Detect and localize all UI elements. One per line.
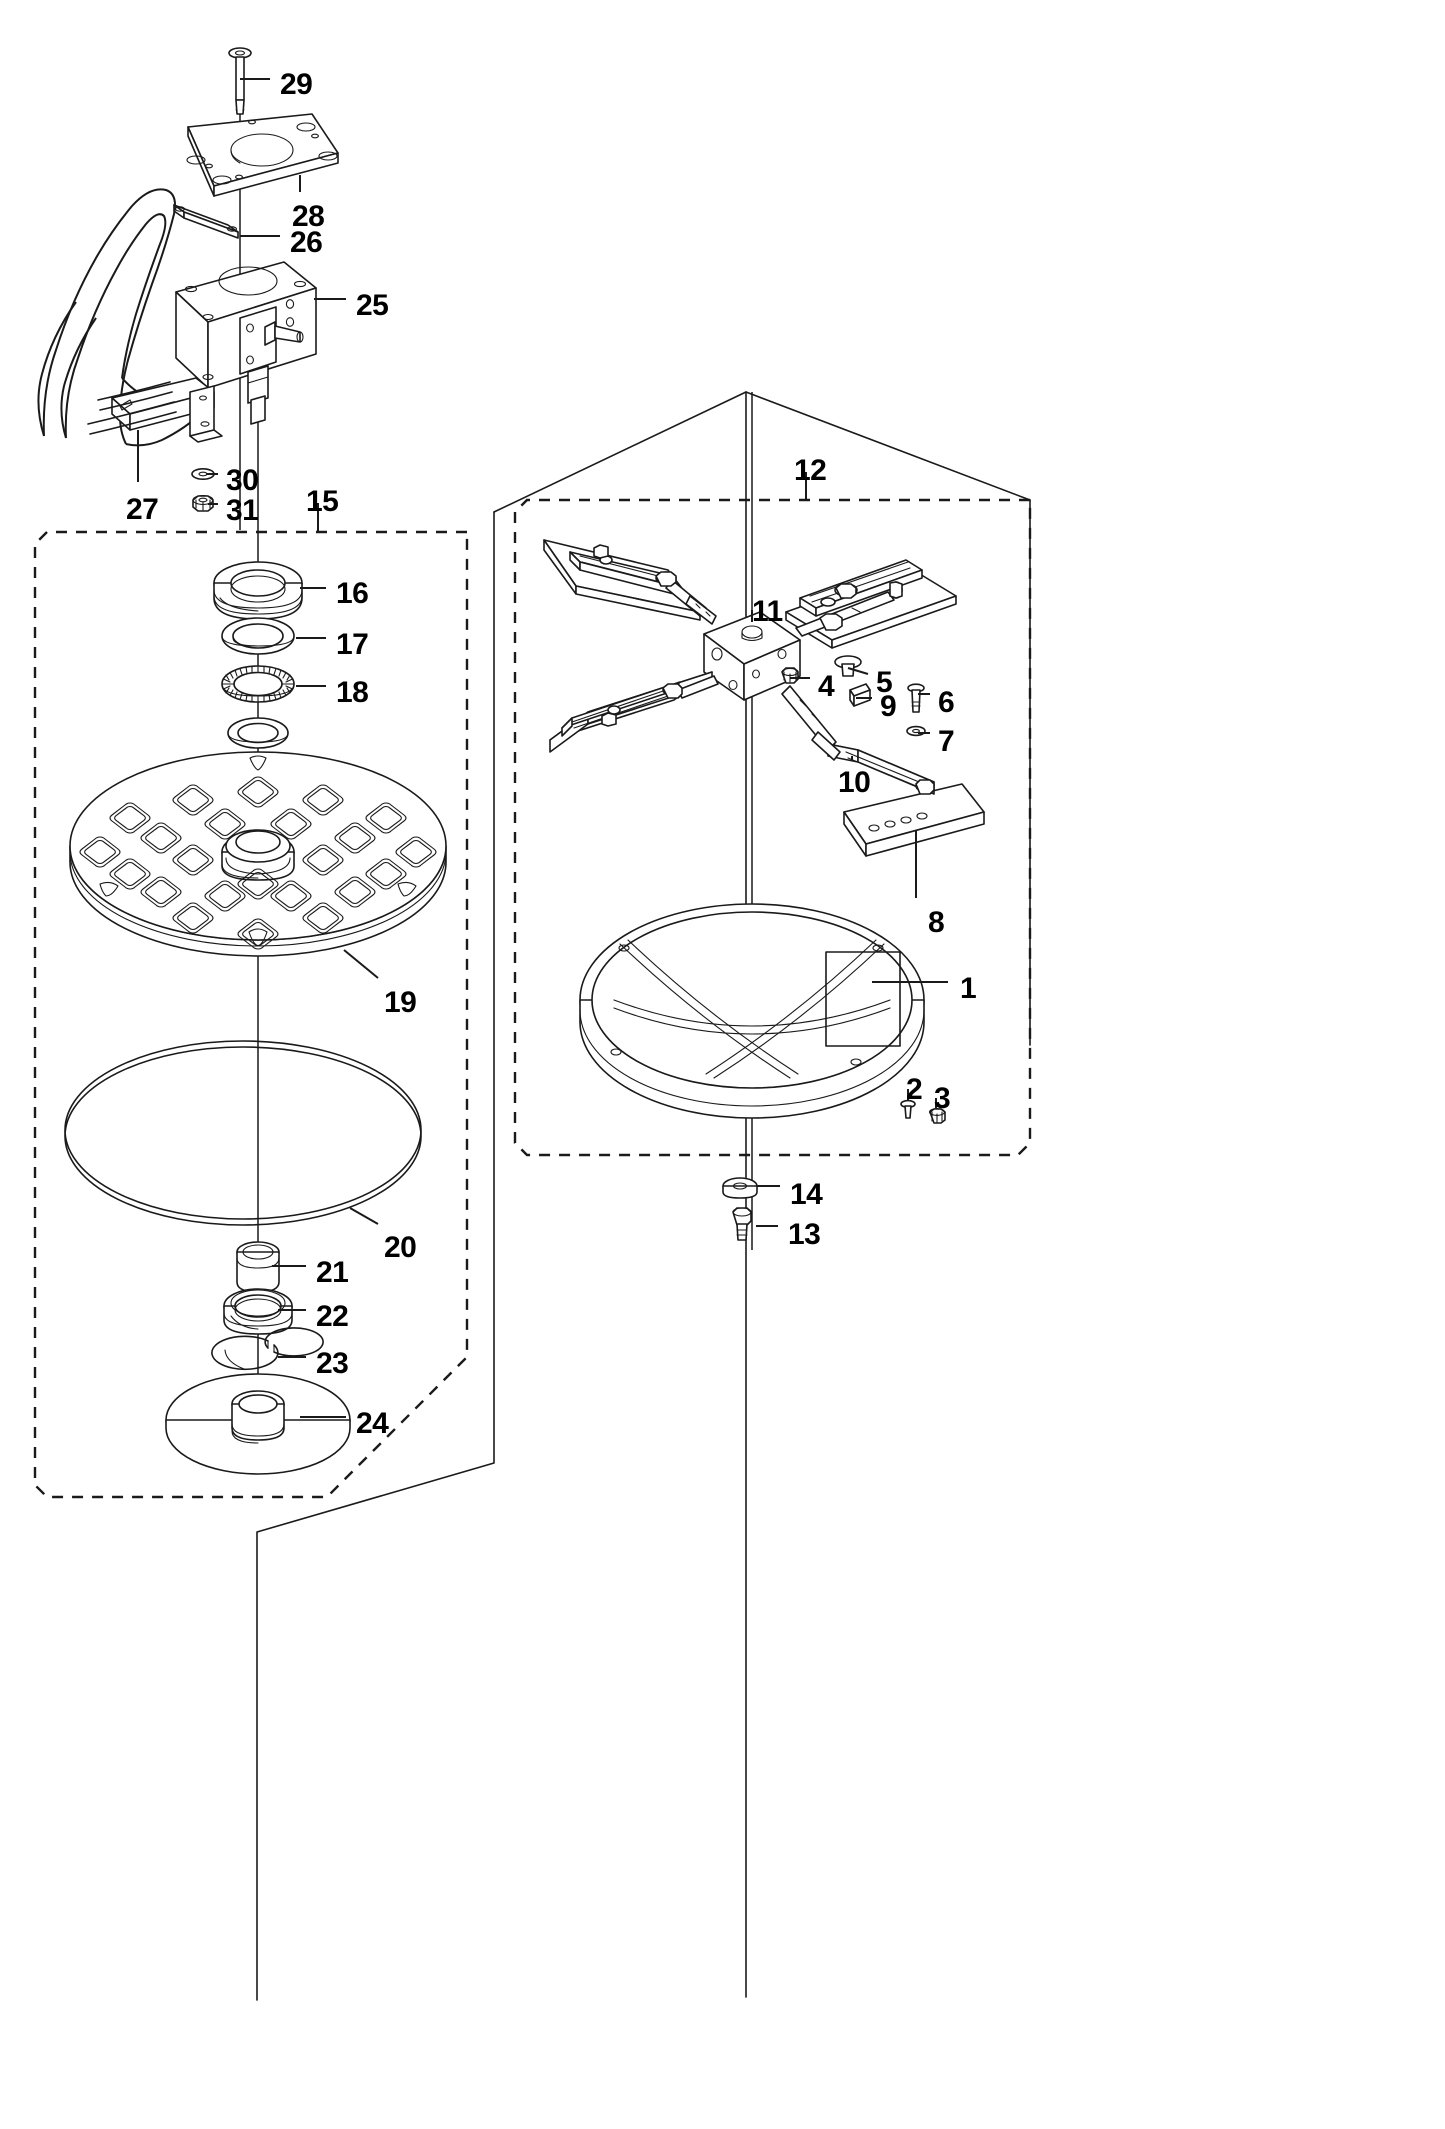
callout-number-13: 13 [788,1218,821,1251]
assembly-arm-lower-left [549,671,719,753]
callout-number-22: 22 [316,1300,349,1333]
callout-number-29: 29 [280,68,313,101]
part-26-flat-bar-bracket [173,204,239,239]
callout-number-8: 8 [928,906,945,939]
callout-number-23: 23 [316,1347,349,1380]
callout-number-15: 15 [306,485,339,518]
part-11-center-cross-block [703,611,801,701]
callout-number-24: 24 [356,1407,389,1440]
callout-number-9: 9 [880,690,897,723]
callout-number-31: 31 [226,494,259,527]
group-boundary-15 [33,530,469,1499]
callout-number-20: 20 [384,1231,417,1264]
part-27-handle-frame [37,188,223,447]
callout-number-7: 7 [938,725,955,758]
part-9-clamp-bracket [849,683,871,707]
callout-number-3: 3 [934,1082,951,1115]
callout-number-27: 27 [126,493,159,526]
leader-lines [137,78,948,1418]
part-23-retaining-snap-ring [211,1327,324,1371]
callout-number-21: 21 [316,1256,349,1289]
callout-number-14: 14 [790,1178,823,1211]
part-14-center-washer [722,1177,758,1199]
callout-number-16: 16 [336,577,369,610]
leader-line-20 [349,1207,379,1225]
callout-number-17: 17 [336,628,369,661]
callout-number-10: 10 [838,766,871,799]
part-5-knob-cap [834,655,862,677]
part-20-large-o-ring [64,1040,422,1226]
leader-line-5 [847,667,869,675]
callout-number-30: 30 [226,464,259,497]
assembly-arm-upper-right [785,559,957,649]
part-21-bushing-spacer [236,1241,280,1293]
part-2-screw [900,1099,916,1119]
assembly-arm-lower-right [781,685,985,857]
part-24-hub-flange-disc [165,1373,351,1475]
callout-number-25: 25 [356,289,389,322]
group-boundary-12 [513,498,1032,1157]
part-22-ball-bearing [223,1288,293,1335]
part-1-rotor-ring-frame [579,903,925,1119]
callout-number-4: 4 [818,670,835,703]
part-13-center-bolt [732,1207,752,1241]
part-31-lock-nut [192,494,214,512]
callout-number-5: 5 [876,666,893,699]
part-30-washer [191,467,215,480]
leader-line-19 [343,949,379,979]
part-17-flat-washer-ring [221,617,295,655]
callout-number-28: 28 [292,200,325,233]
part-unlabeled-spacer-ring [227,717,289,749]
callout-number-12: 12 [794,454,827,487]
part-16-seal-housing-ring [213,561,303,620]
part-25-gearbox-housing [175,261,317,425]
callout-number-26: 26 [290,226,323,259]
callout-number-2: 2 [906,1073,923,1106]
part-29-long-bolt [228,47,252,115]
callout-number-19: 19 [384,986,417,1019]
part-4-small-nut [781,667,799,684]
part-6-bolt [907,683,925,713]
callout-number-1: 1 [960,972,977,1005]
part-3-nut [928,1108,946,1124]
callout-number-6: 6 [938,686,955,719]
part-7-washer [906,725,926,737]
assembly-arm-upper-left [543,539,717,625]
part-18-thrust-needle-bearing [221,665,295,703]
part-19-perforated-disc-plate [69,751,447,957]
callout-number-18: 18 [336,676,369,709]
callout-number-11: 11 [752,595,783,628]
part-28-mounting-plate [186,113,339,197]
